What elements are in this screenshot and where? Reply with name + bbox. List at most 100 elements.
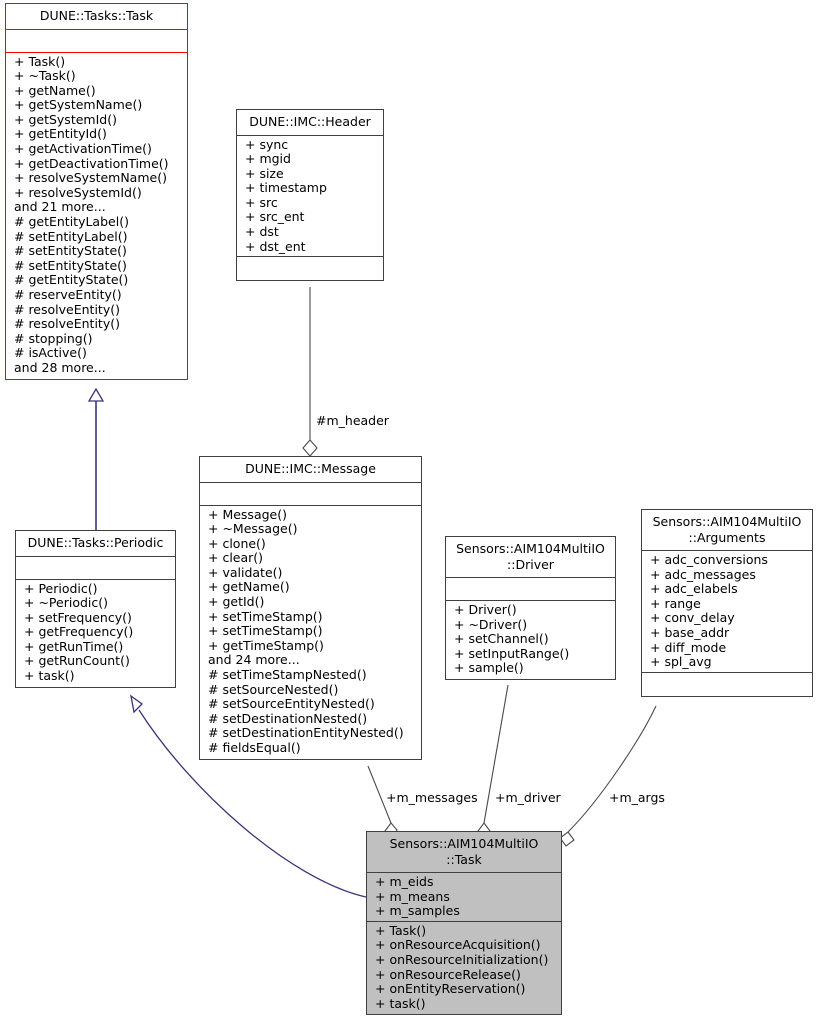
class-member: + getId() bbox=[208, 594, 265, 610]
class-member: + Task() bbox=[14, 53, 66, 69]
class-member: + onResourceRelease() bbox=[375, 966, 521, 982]
class-operations-dune-tasks-periodic: + Periodic()+ ~Periodic()+ setFrequency(… bbox=[16, 580, 175, 687]
class-member: + setTimeStamp() bbox=[208, 623, 323, 639]
class-member: + onResourceInitialization() bbox=[375, 951, 549, 967]
class-member: + Periodic() bbox=[24, 580, 98, 596]
class-box-dune-tasks-periodic[interactable]: DUNE::Tasks::Periodic + Periodic()+ ~Per… bbox=[15, 530, 176, 688]
class-member: + task() bbox=[375, 995, 426, 1011]
class-member: # getEntityState() bbox=[14, 272, 129, 288]
class-operations-sensors-aim104multiio-arguments bbox=[642, 673, 812, 696]
class-member: + getRunCount() bbox=[24, 653, 130, 669]
class-title-sensors-aim104multiio-arguments: Sensors::AIM104MultiIO ::Arguments bbox=[642, 510, 812, 551]
class-box-sensors-aim104multiio-arguments[interactable]: Sensors::AIM104MultiIO ::Arguments + adc… bbox=[641, 509, 813, 697]
class-member: + validate() bbox=[208, 564, 283, 580]
class-member: + clear() bbox=[208, 550, 264, 566]
class-member: # isActive() bbox=[14, 345, 87, 361]
class-member: # reserveEntity() bbox=[14, 287, 122, 302]
class-title-sensors-aim104multiio-driver: Sensors::AIM104MultiIO ::Driver bbox=[446, 537, 615, 578]
class-member: + m_samples bbox=[375, 903, 460, 919]
class-member: + getDeactivationTime() bbox=[14, 155, 169, 171]
class-member: + getTimeStamp() bbox=[208, 637, 324, 653]
class-member: + base_addr bbox=[650, 624, 730, 640]
class-attributes-sensors-aim104multiio-task: + m_eids+ m_means+ m_samples bbox=[367, 873, 561, 922]
class-member: + getRunTime() bbox=[24, 638, 124, 654]
edge-label-m-messages: +m_messages bbox=[386, 790, 478, 805]
class-member: + sync bbox=[245, 136, 289, 152]
class-member: + adc_messages bbox=[650, 566, 756, 582]
class-member: + mgid bbox=[245, 151, 291, 167]
class-member: + dst_ent bbox=[245, 238, 306, 254]
class-attributes-sensors-aim104multiio-driver bbox=[446, 578, 615, 601]
class-member: + ~Message() bbox=[208, 521, 298, 537]
class-member: + resolveSystemName() bbox=[14, 170, 167, 186]
class-title-dune-tasks-periodic: DUNE::Tasks::Periodic bbox=[16, 531, 175, 557]
class-member: and 28 more... bbox=[14, 359, 106, 375]
class-member: # fieldsEqual() bbox=[208, 740, 301, 755]
edge-driver-to-task bbox=[477, 684, 509, 840]
class-member: + getName() bbox=[208, 579, 290, 595]
edge-label-m-driver: +m_driver bbox=[495, 790, 561, 805]
class-member: + Driver() bbox=[454, 602, 517, 617]
class-member: + diff_mode bbox=[650, 639, 727, 655]
class-title-dune-imc-message: DUNE::IMC::Message bbox=[200, 457, 421, 483]
class-member: + range bbox=[650, 595, 701, 611]
class-member: + onEntityReservation() bbox=[375, 981, 526, 997]
class-member: + src bbox=[245, 194, 278, 210]
class-member: + onResourceAcquisition() bbox=[375, 937, 541, 953]
class-member: # setSourceNested() bbox=[208, 681, 339, 697]
class-member: + Message() bbox=[208, 506, 287, 522]
class-member: + sample() bbox=[454, 660, 524, 676]
class-member: + resolveSystemId() bbox=[14, 184, 142, 200]
class-member: + dst bbox=[245, 224, 279, 240]
class-attributes-sensors-aim104multiio-arguments: + adc_conversions+ adc_messages+ adc_ela… bbox=[642, 551, 812, 673]
class-member: + m_means bbox=[375, 888, 450, 904]
class-title-dune-imc-header: DUNE::IMC::Header bbox=[237, 110, 383, 136]
edge-label-m-header: #m_header bbox=[316, 413, 389, 428]
class-member: # stopping() bbox=[14, 330, 93, 346]
class-member: # setEntityState() bbox=[14, 257, 127, 273]
class-member: + getSystemId() bbox=[14, 111, 117, 127]
edge-header-to-message bbox=[302, 287, 318, 457]
class-member: + ~Task() bbox=[14, 68, 76, 84]
class-member: + m_eids bbox=[375, 874, 434, 889]
edge-arguments-to-task bbox=[559, 705, 657, 847]
class-attributes-dune-imc-message bbox=[200, 483, 421, 506]
class-attributes-dune-tasks-periodic bbox=[16, 557, 175, 580]
class-member: + src_ent bbox=[245, 209, 305, 225]
class-member: and 21 more... bbox=[14, 199, 106, 215]
class-box-dune-imc-header[interactable]: DUNE::IMC::Header + sync+ mgid+ size+ ti… bbox=[236, 109, 384, 282]
class-operations-sensors-aim104multiio-task: + Task()+ onResourceAcquisition()+ onRes… bbox=[367, 921, 561, 1015]
class-member: + Task() bbox=[375, 922, 427, 938]
class-member: + getName() bbox=[14, 82, 96, 98]
class-member: + spl_avg bbox=[650, 654, 712, 670]
class-member: # resolveEntity() bbox=[14, 316, 120, 332]
class-title-dune-tasks-task: DUNE::Tasks::Task bbox=[6, 4, 187, 30]
class-box-sensors-aim104multiio-task[interactable]: Sensors::AIM104MultiIO ::Task + m_eids+ … bbox=[366, 831, 562, 1016]
class-member: + clone() bbox=[208, 535, 266, 551]
class-member: + getSystemName() bbox=[14, 97, 143, 113]
class-member: + setTimeStamp() bbox=[208, 608, 323, 624]
class-member: + ~Periodic() bbox=[24, 595, 108, 611]
class-member: # setEntityLabel() bbox=[14, 228, 128, 244]
class-member: + adc_conversions bbox=[650, 552, 768, 567]
class-member: + getActivationTime() bbox=[14, 141, 152, 157]
class-member: + size bbox=[245, 165, 284, 181]
class-member: # setSourceEntityNested() bbox=[208, 696, 375, 712]
class-member: + setFrequency() bbox=[24, 609, 132, 625]
class-operations-dune-tasks-task: + Task()+ ~Task()+ getName()+ getSystemN… bbox=[6, 53, 187, 379]
class-box-sensors-aim104multiio-driver[interactable]: Sensors::AIM104MultiIO ::Driver + Driver… bbox=[445, 536, 616, 680]
class-member: and 24 more... bbox=[208, 652, 300, 668]
class-operations-dune-imc-header bbox=[237, 257, 383, 280]
class-operations-sensors-aim104multiio-driver: + Driver()+ ~Driver()+ setChannel()+ set… bbox=[446, 601, 615, 679]
class-member: + ~Driver() bbox=[454, 616, 528, 632]
class-box-dune-imc-message[interactable]: DUNE::IMC::Message + Message()+ ~Message… bbox=[199, 456, 422, 760]
class-attributes-dune-tasks-task bbox=[6, 30, 187, 53]
class-member: # setDestinationNested() bbox=[208, 710, 368, 726]
class-box-dune-tasks-task[interactable]: DUNE::Tasks::Task + Task()+ ~Task()+ get… bbox=[5, 3, 188, 380]
edge-periodic-inherits-task bbox=[87, 387, 105, 533]
class-member: + task() bbox=[24, 668, 75, 684]
class-attributes-dune-imc-header: + sync+ mgid+ size+ timestamp+ src+ src_… bbox=[237, 136, 383, 258]
class-member: # getEntityLabel() bbox=[14, 214, 129, 230]
class-member: + setChannel() bbox=[454, 631, 549, 647]
